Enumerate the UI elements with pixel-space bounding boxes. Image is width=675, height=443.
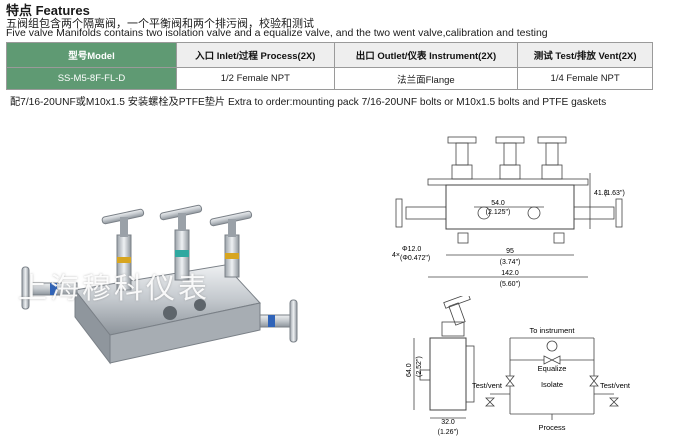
dim-142: 142.0 — [501, 270, 519, 277]
side-view-drawing: 64.0 (2.52") 32.0 (1.26") — [406, 296, 475, 436]
spec-table: 型号Model 入口 Inlet/过程 Process(2X) 出口 Outle… — [6, 42, 653, 90]
dim-height-in: (1.63") — [604, 190, 625, 197]
dim-64-in: (2.52") — [416, 356, 423, 377]
dim-95-in: (3.74") — [500, 259, 521, 266]
dim-32-in: (1.26") — [438, 429, 459, 436]
cell-outlet: 法兰面Flange — [333, 67, 519, 90]
front-view-drawing: 54.0 (2.125") 41.3 (1.63") 4× Φ12.0 (Φ0.… — [392, 136, 625, 288]
dim-64: 64.0 — [406, 363, 413, 377]
dim-hole: Φ12.0 — [402, 246, 421, 253]
description-cn: 五阀组包含两个隔离阀，一个平衡阀和两个排污阀，校验和测试 — [6, 17, 314, 30]
valve-stem-right — [209, 210, 253, 278]
label-to-instrument: To instrument — [529, 326, 575, 335]
valve-stem-left — [101, 208, 145, 291]
table-header-row: 型号Model 入口 Inlet/过程 Process(2X) 出口 Outle… — [6, 42, 653, 68]
table-row: SS-M5-8F-FL-D 1/2 Female NPT 法兰面Flange 1… — [6, 67, 653, 90]
description-en: Five valve Manifolds contains two isolat… — [6, 27, 548, 39]
dim-hole-qty: 4× — [392, 252, 400, 259]
dim-height: 41.3 — [594, 190, 608, 197]
dim-32: 32.0 — [441, 419, 455, 426]
label-test-vent-right: Test/vent — [600, 381, 631, 390]
dim-center-in: (2.125") — [486, 209, 511, 216]
features-title: 特点 Features — [6, 3, 90, 18]
mounting-note: 配7/16-20UNF或M10x1.5 安装螺栓及PTFE垫片 Extra to… — [10, 97, 607, 108]
product-photo — [21, 204, 298, 365]
dim-142-in: (5.60") — [500, 281, 521, 288]
dim-hole-in: (Φ0.472") — [400, 255, 430, 262]
watermark: 上海穆科仪表 — [18, 271, 211, 305]
dim-95: 95 — [506, 248, 514, 255]
label-test-vent-left: Test/vent — [472, 381, 503, 390]
label-equalize: Equalize — [538, 364, 567, 373]
header-test-vent: 测试 Test/排放 Vent(2X) — [517, 42, 653, 68]
header-model: 型号Model — [6, 42, 177, 68]
valve-schematic: To instrument Equalize Isolate Test/vent… — [472, 326, 631, 432]
cell-model: SS-M5-8F-FL-D — [6, 67, 177, 90]
cell-test-vent: 1/4 Female NPT — [517, 67, 653, 90]
vent-valve-left — [21, 266, 78, 310]
header-inlet: 入口 Inlet/过程 Process(2X) — [176, 42, 335, 68]
vent-valve-right — [259, 299, 298, 343]
label-process: Process — [538, 423, 565, 432]
valve-stem-middle — [159, 204, 203, 281]
cell-inlet: 1/2 Female NPT — [176, 67, 335, 90]
dim-center: 54.0 — [491, 200, 505, 207]
header-outlet: 出口 Outlet/仪表 Instrument(2X) — [333, 42, 519, 68]
label-isolate: Isolate — [541, 380, 563, 389]
